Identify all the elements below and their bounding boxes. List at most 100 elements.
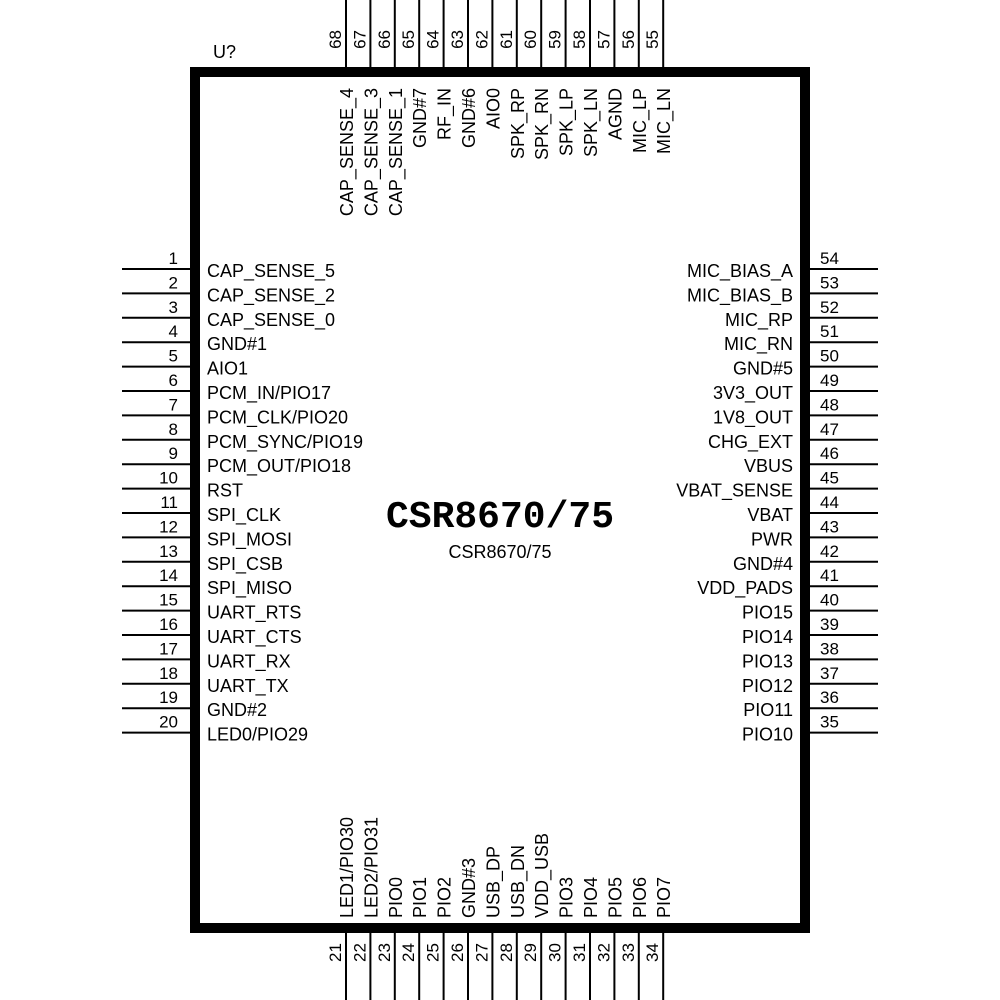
pin-label: 1V8_OUT: [713, 407, 793, 428]
pin-label: MIC_RP: [725, 310, 793, 331]
pin-label: CAP_SENSE_0: [207, 310, 335, 331]
pin-label: GND#2: [207, 700, 267, 720]
left-pin-group: 1CAP_SENSE_52CAP_SENSE_23CAP_SENSE_04GND…: [122, 249, 363, 745]
pin-label: GND#6: [459, 88, 479, 148]
pin-number: 29: [521, 943, 540, 962]
pin-label: SPK_RN: [532, 88, 553, 160]
pin-number: 7: [169, 395, 178, 414]
pin-number: 8: [169, 420, 178, 439]
pin-number: 55: [643, 30, 662, 49]
pin-number: 6: [169, 371, 178, 390]
pin-number: 35: [820, 713, 839, 732]
pin-label: CAP_SENSE_2: [207, 285, 335, 306]
pin-label: GND#7: [410, 88, 430, 148]
pin-label: PIO3: [557, 877, 577, 918]
pin-number: 43: [820, 517, 839, 536]
pin-number: 15: [159, 591, 178, 610]
pin-label: VBAT: [747, 505, 793, 525]
pin-number: 20: [159, 713, 178, 732]
pin-label: PIO2: [435, 877, 455, 918]
pin-label: CAP_SENSE_1: [386, 88, 407, 216]
pin-label: PCM_CLK/PIO20: [207, 407, 348, 428]
pin-number: 24: [399, 943, 418, 962]
pin-number: 54: [820, 249, 839, 268]
pin-number: 52: [820, 298, 839, 317]
pin-number: 12: [159, 517, 178, 536]
pin-label: PWR: [751, 529, 793, 549]
pin-label: PIO10: [742, 725, 793, 745]
pin-number: 56: [619, 30, 638, 49]
pin-label: CHG_EXT: [708, 432, 793, 453]
pin-bottom-22: 22 LED2/PIO31: [350, 817, 381, 1000]
pin-label: LED2/PIO31: [361, 817, 381, 918]
pin-number: 59: [546, 30, 565, 49]
pin-label: CAP_SENSE_5: [207, 261, 335, 282]
pin-label: SPI_MISO: [207, 578, 292, 599]
pin-number: 61: [497, 30, 516, 49]
pin-number: 22: [350, 943, 369, 962]
pin-label: PIO4: [581, 877, 601, 918]
pin-number: 13: [159, 542, 178, 561]
pin-label: UART_RX: [207, 651, 291, 672]
pin-number: 36: [820, 688, 839, 707]
pin-number: 48: [820, 395, 839, 414]
top-pin-group: 68CAP_SENSE_467CAP_SENSE_366CAP_SENSE_16…: [326, 0, 675, 216]
pin-number: 10: [159, 469, 178, 488]
pin-number: 23: [375, 943, 394, 962]
pin-label: VBAT_SENSE: [676, 481, 793, 502]
pin-label: AIO1: [207, 359, 248, 379]
pin-number: 9: [169, 444, 178, 463]
pin-number: 57: [594, 30, 613, 49]
pin-number: 64: [424, 30, 443, 49]
pin-label: SPK_LN: [581, 88, 602, 157]
pin-label: PIO5: [605, 877, 625, 918]
pin-label: PIO13: [742, 651, 793, 671]
pin-number: 21: [326, 943, 345, 962]
pin-label: GND#1: [207, 334, 267, 354]
pin-number: 62: [472, 30, 491, 49]
part-value-label: CSR8670/75: [448, 542, 551, 562]
pin-number: 66: [375, 30, 394, 49]
pin-number: 45: [820, 469, 839, 488]
pin-label: USB_DP: [483, 846, 504, 918]
pin-label: PCM_SYNC/PIO19: [207, 432, 363, 453]
part-title: CSR8670/75: [386, 496, 614, 539]
pin-number: 67: [350, 30, 369, 49]
pin-number: 11: [160, 493, 178, 512]
ic-body-outline: [190, 67, 810, 933]
pin-label: MIC_BIAS_B: [687, 285, 793, 306]
pin-label: SPK_LP: [557, 88, 578, 156]
pin-number: 49: [820, 371, 839, 390]
pin-number: 47: [820, 420, 839, 439]
